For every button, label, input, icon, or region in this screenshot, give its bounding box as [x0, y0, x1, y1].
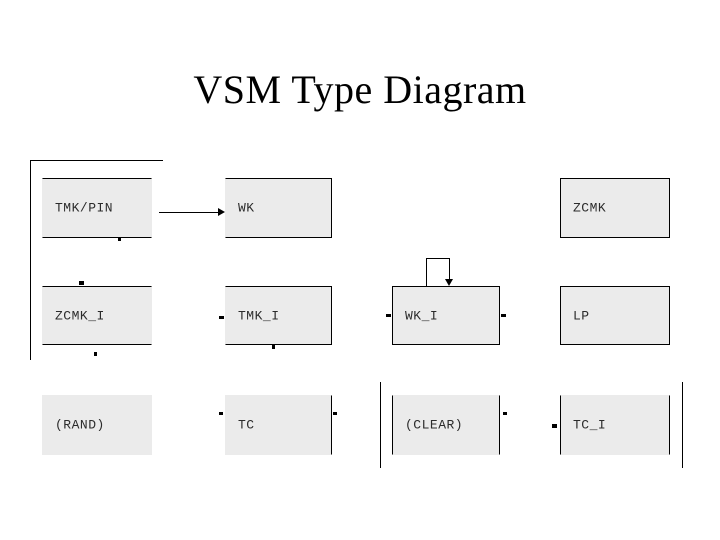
connector-mid-bus-vertical [380, 382, 381, 468]
tickmark-zcmki-bottom [94, 352, 97, 356]
node-clear[interactable]: (CLEAR) [392, 395, 500, 455]
node-rand[interactable]: (RAND) [42, 395, 152, 455]
connector-left-bus-vertical [30, 160, 31, 360]
node-zcmk-i[interactable]: ZCMK_I [42, 286, 152, 345]
tickmark-tc-left [219, 412, 223, 415]
connector-wki-loop-right [449, 258, 450, 280]
node-tc-i-label: TC_I [573, 417, 607, 433]
node-zcmk-label: ZCMK [573, 200, 607, 216]
tickmark-tc-right [333, 412, 337, 415]
tickmark-tci-left [552, 424, 557, 428]
node-lp-label: LP [573, 308, 590, 323]
tickmark-tmki-bottom [272, 345, 275, 349]
connector-wki-loop-left [426, 258, 427, 287]
node-lp[interactable]: LP [560, 286, 670, 345]
node-zcmk-i-label: ZCMK_I [55, 308, 105, 323]
connector-wki-loop-top [426, 258, 449, 259]
tickmark-zcmki-top [79, 281, 84, 285]
connector-wki-loop-arrowhead [445, 279, 453, 286]
connector-left-bus-top [30, 160, 163, 161]
node-zcmk[interactable]: ZCMK [560, 178, 670, 238]
node-rand-label: (RAND) [55, 417, 105, 433]
node-tmk-pin[interactable]: TMK/PIN [42, 178, 152, 238]
tickmark-tmkpin-bottom [118, 236, 121, 241]
node-wk-i[interactable]: WK_I [392, 286, 500, 345]
node-clear-label: (CLEAR) [405, 417, 464, 433]
node-tmk-i[interactable]: TMK_I [225, 286, 332, 345]
node-tmk-pin-label: TMK/PIN [55, 200, 114, 216]
connector-tmkpin-to-wk-line [159, 212, 219, 213]
page-title: VSM Type Diagram [193, 67, 527, 112]
connector-right-bus-vertical [682, 382, 683, 468]
node-tc-label: TC [238, 417, 255, 433]
tickmark-tmki-left [219, 316, 224, 319]
tickmark-wki-left [386, 314, 391, 317]
node-tmk-i-label: TMK_I [238, 308, 280, 323]
node-tc-i[interactable]: TC_I [560, 395, 670, 455]
node-tc[interactable]: TC [225, 395, 332, 455]
tickmark-clear-right [503, 412, 507, 415]
node-wk[interactable]: WK [225, 178, 332, 238]
connector-tmkpin-to-wk-arrowhead [218, 208, 225, 216]
node-wk-label: WK [238, 200, 255, 216]
tickmark-wki-right [501, 314, 506, 317]
node-wk-i-label: WK_I [405, 308, 439, 323]
